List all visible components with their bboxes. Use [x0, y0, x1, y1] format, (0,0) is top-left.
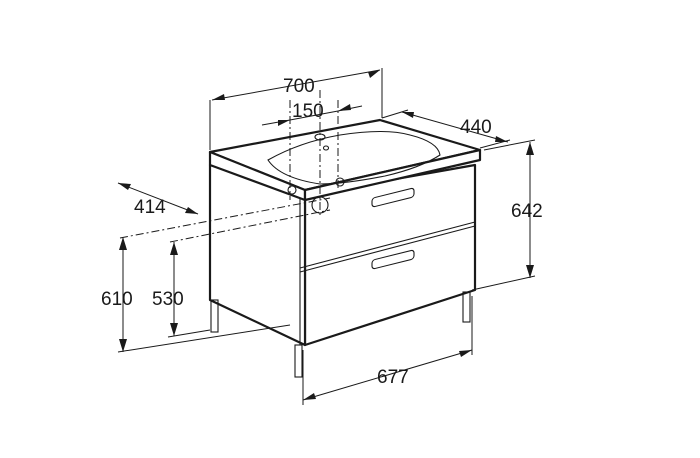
drawer-handle-top [371, 187, 415, 208]
leg-right [462, 291, 471, 323]
dim-depth-440: 440 [381, 109, 511, 149]
label-530: 530 [152, 289, 184, 310]
label-677: 677 [377, 367, 409, 388]
leg-front [294, 344, 303, 378]
leg-left [210, 299, 219, 333]
dim-height-642: 642 [471, 139, 543, 291]
label-642: 642 [511, 201, 543, 222]
washbasin [208, 118, 482, 214]
basin-bowl [267, 130, 441, 185]
dim-width-700: 700 [209, 68, 383, 150]
label-414: 414 [134, 197, 166, 218]
label-440: 440 [460, 117, 492, 138]
dim-width-677: 677 [302, 296, 473, 405]
drain-hole [322, 145, 330, 151]
cabinet [208, 163, 477, 347]
basin-side-lip [303, 148, 482, 202]
dim-height-610: 610 [101, 237, 291, 353]
drawer-divider [299, 221, 476, 269]
legs [210, 291, 471, 378]
label-610: 610 [101, 289, 133, 310]
drawer-handle-bottom [371, 249, 415, 270]
label-150: 150 [292, 101, 324, 122]
dim-tap-150: 150 [261, 101, 363, 126]
centre-lines [119, 90, 339, 243]
dim-drain-414: 414 [117, 182, 199, 218]
dim-height-530: 530 [152, 242, 211, 338]
label-700: 700 [283, 76, 315, 97]
